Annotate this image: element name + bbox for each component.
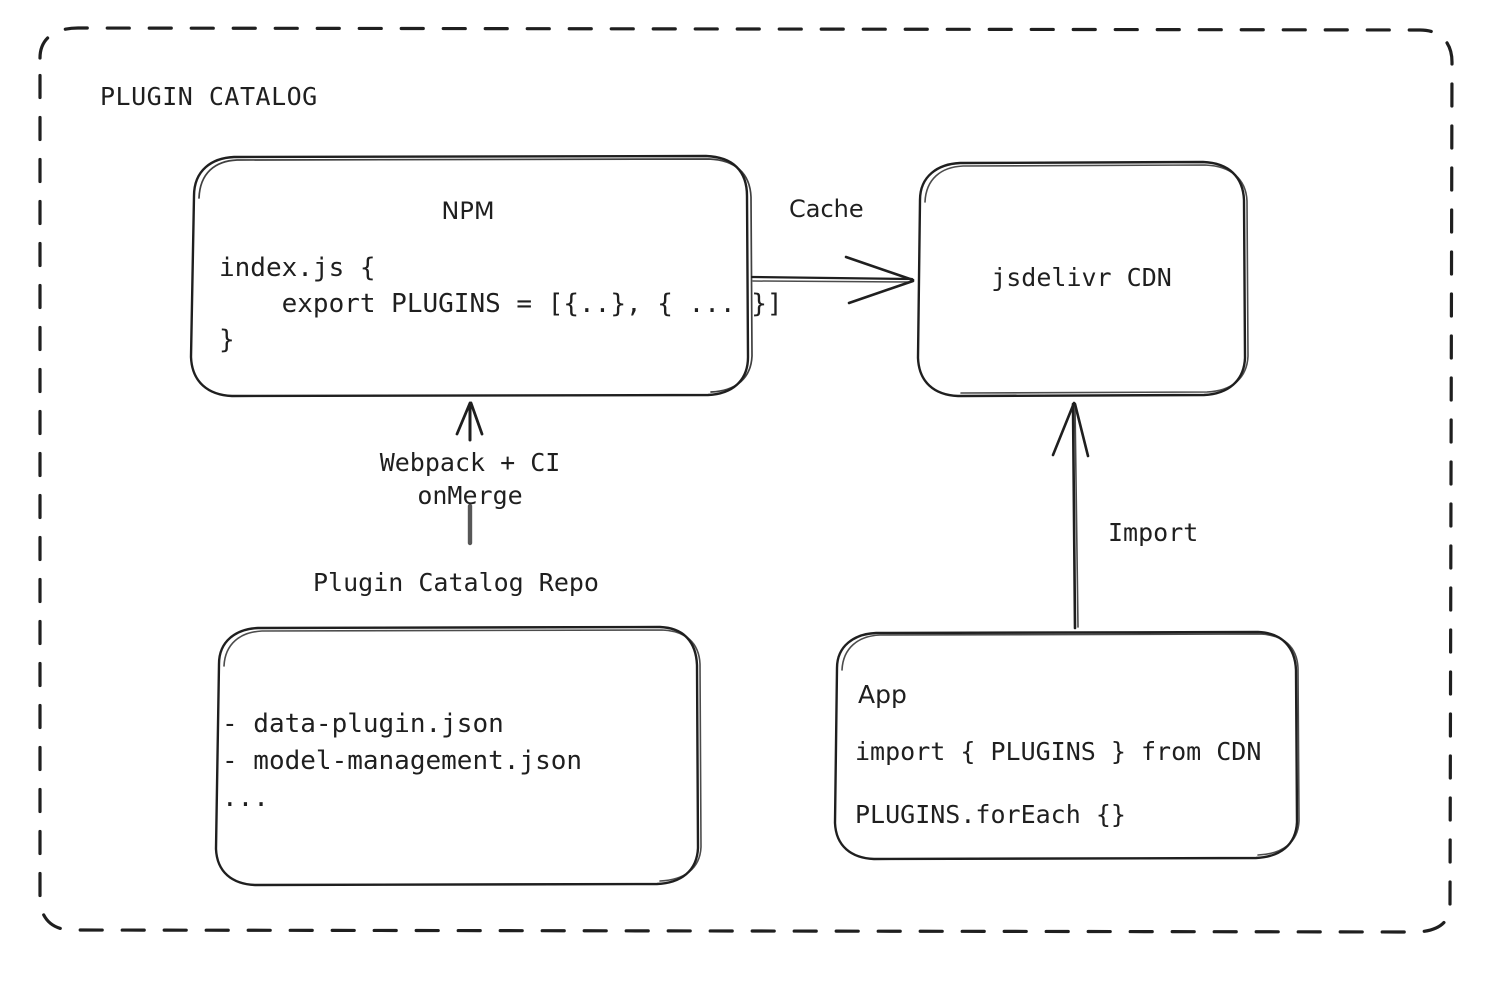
cdn-node-title: jsdelivr CDN (991, 263, 1172, 292)
app-node-code-line-2: PLUGINS.forEach {} (855, 800, 1126, 829)
app-node-title: App (858, 680, 907, 709)
app-node-code-line-1: import { PLUGINS } from CDN (855, 737, 1262, 766)
edge-label-import: Import (1108, 518, 1199, 547)
page-title: PLUGIN CATALOG (100, 82, 318, 111)
npm-node-title: NPM (441, 197, 495, 225)
edge-app-to-cdn (1051, 401, 1090, 630)
repo-node-label: Plugin Catalog Repo (313, 568, 599, 597)
npm-node-code: index.js { export PLUGINS = [{..}, { ...… (219, 253, 783, 355)
edge-label-cache: Cache (789, 195, 864, 223)
edge-label-webpack-ci: Webpack + CI onMerge (379, 448, 561, 511)
repo-node-files: - data-plugin.json - model-management.js… (222, 709, 583, 813)
